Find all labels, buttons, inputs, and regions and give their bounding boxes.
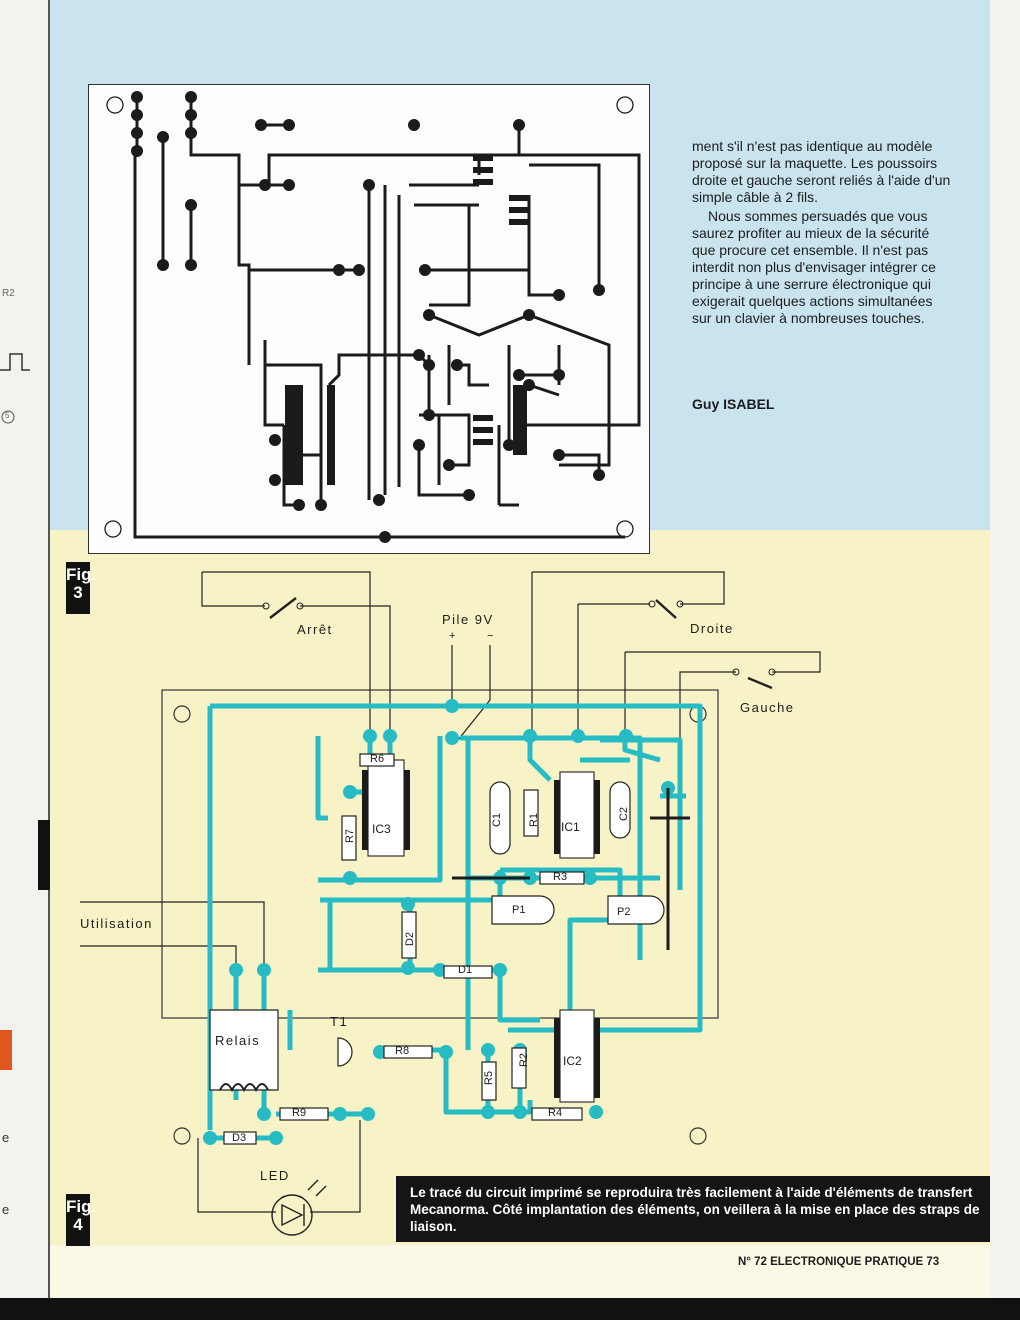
label-d1: D1 [458,964,473,976]
label-ic2: IC2 [563,1054,582,1068]
board-outline [161,689,719,1019]
label-r3: R3 [553,871,568,883]
article-paragraph: Nous sommes persuadés que vous saurez pr… [692,208,936,326]
label-c1: C1 [491,812,504,828]
previous-page-strip [0,0,50,1300]
fig-number: 3 [73,583,83,602]
label-d2: D2 [404,931,417,947]
fig-number: 4 [73,1215,83,1234]
label-ic3: IC3 [372,822,391,836]
page-footer: N° 72 ELECTRONIQUE PRATIQUE 73 [738,1256,940,1268]
left-fragment-e1: e [2,1130,10,1145]
label-p2: P2 [617,906,631,918]
pcb-trace-drawing [104,91,641,543]
author-name: Guy ISABEL [692,396,775,412]
pcb-trace-figure [88,84,650,554]
label-c2: C2 [618,806,631,822]
article-paragraph: ment s'il n'est pas identique au modèle … [692,138,951,205]
left-orange-mark [0,1030,12,1070]
label-r1: R1 [528,812,541,828]
figure-caption: Le tracé du circuit imprimé se reproduir… [396,1176,990,1242]
label-p1: P1 [512,904,526,916]
label-droite: Droite [690,621,734,636]
fig3-tag: Fig. 3 [66,562,97,614]
scan-bottom-edge [0,1298,1020,1320]
left-fragment-five: 5 [5,411,10,420]
label-utilisation: Utilisation [80,916,153,931]
left-black-bar [38,820,50,890]
label-r9: R9 [292,1107,307,1119]
label-relais: Relais [215,1033,261,1048]
lower-panel [50,530,990,1245]
component-layout-figure [80,571,821,1236]
label-r2: R2 [518,1052,531,1068]
article-body: ment s'il n'est pas identique au modèle … [692,138,954,327]
label-r4: R4 [548,1107,563,1119]
label-minus: − [487,630,495,642]
left-fragment-r2: R2 [2,288,15,299]
label-led: LED [260,1168,290,1183]
label-plus: + [449,630,457,642]
label-r5: R5 [483,1070,496,1086]
label-r8: R8 [395,1045,410,1057]
label-r6: R6 [370,753,385,765]
label-arret: Arrêt [297,622,333,637]
label-pile: Pile 9V [442,612,494,627]
fig-label: Fig. [66,1197,97,1216]
label-r7: R7 [344,828,357,844]
label-t1: T1 [330,1014,349,1029]
fig-label: Fig. [66,565,97,584]
label-gauche: Gauche [740,700,795,715]
fig4-tag: Fig. 4 [66,1194,97,1246]
label-d3: D3 [232,1132,247,1144]
left-fragment-e2: e [2,1202,10,1217]
label-ic1: IC1 [561,820,580,834]
left-fragment-pulse [0,353,30,424]
page-edge [990,0,1020,1300]
